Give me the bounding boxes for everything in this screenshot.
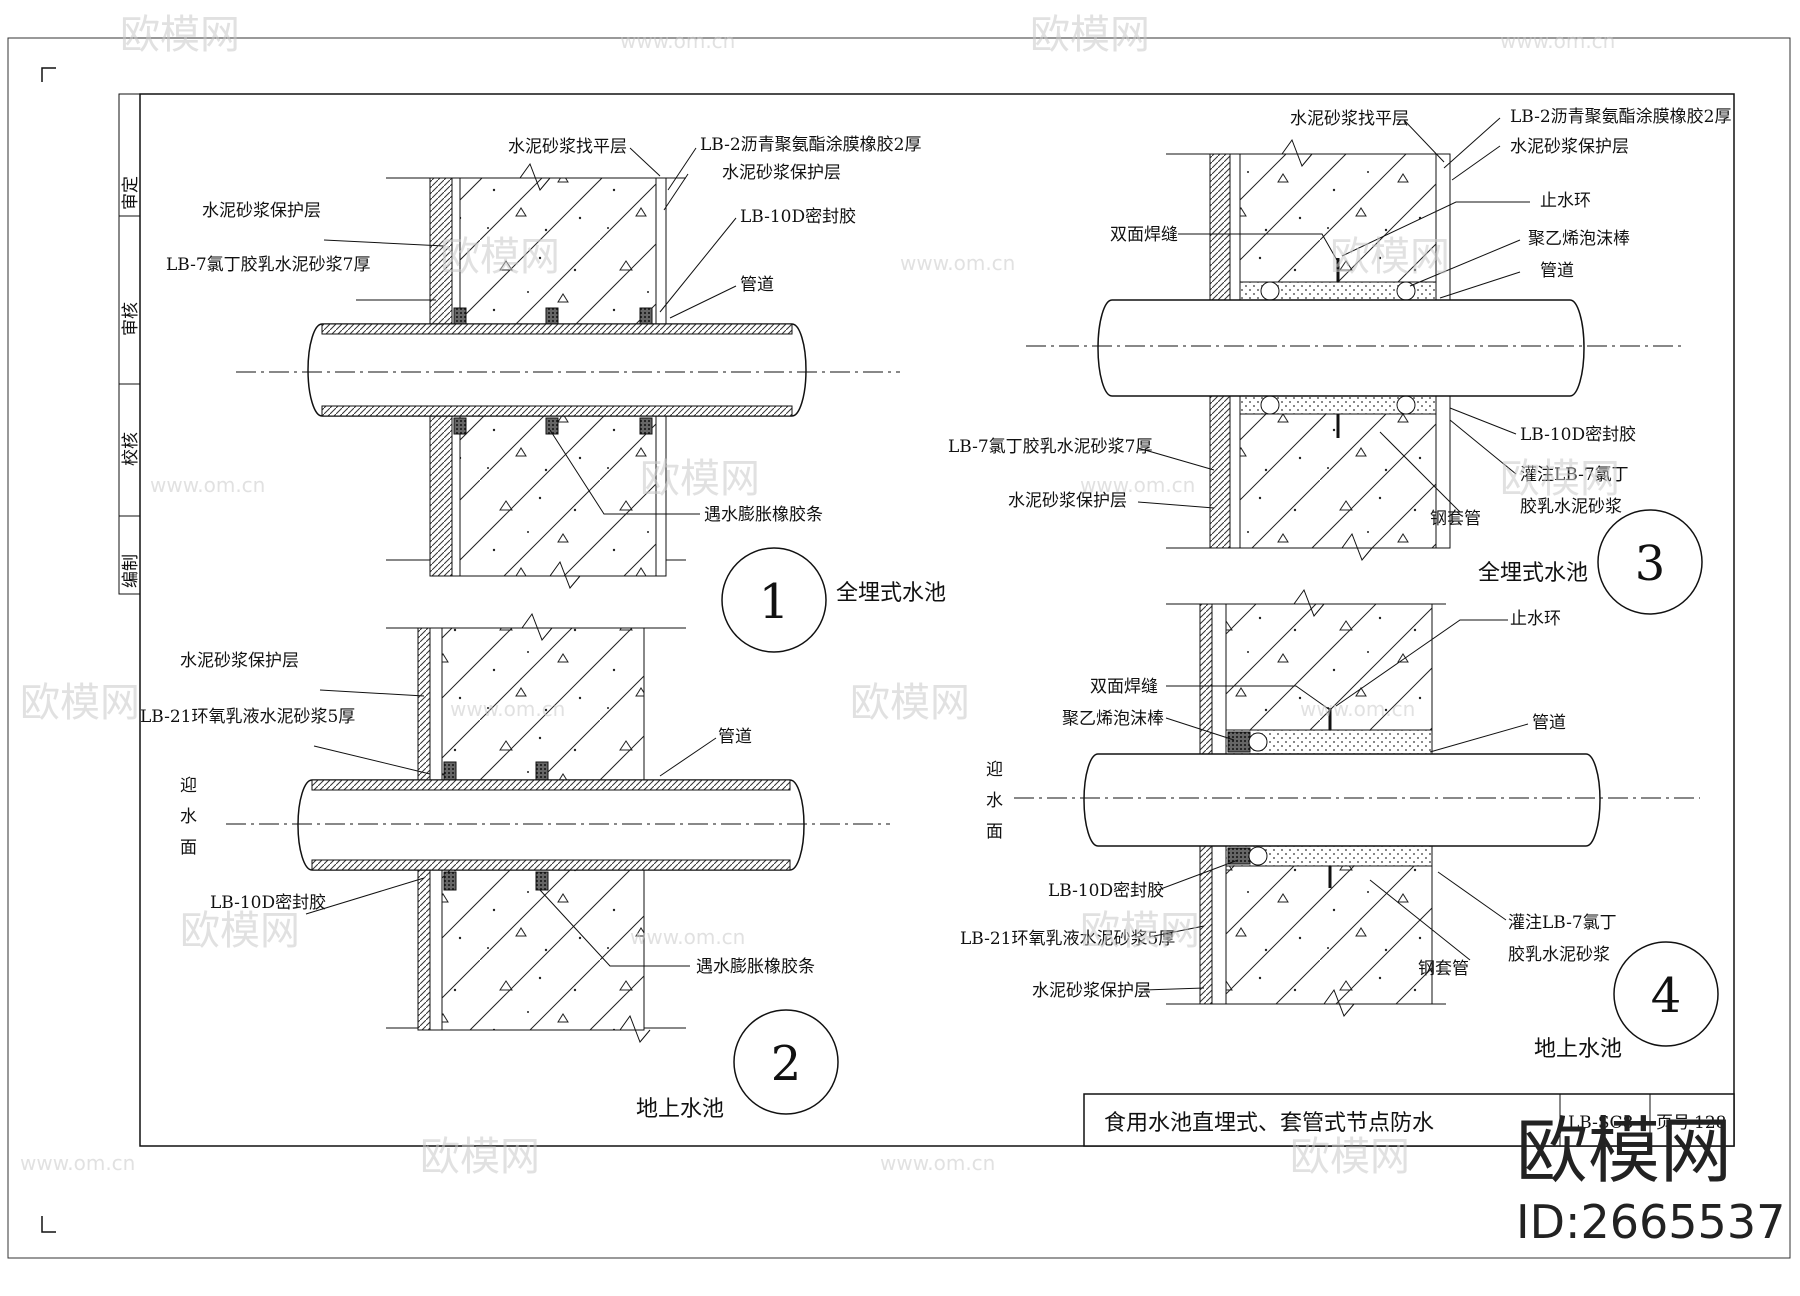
watermark-url-5: www.om.cn — [1080, 473, 1195, 497]
watermark-brand-1: 欧模网 — [120, 12, 240, 58]
d4-label-sealant: LB-10D密封胶 — [1048, 881, 1164, 901]
d4-label-pipe: 管道 — [1532, 713, 1566, 733]
d2-title: 地上水池 — [636, 1097, 724, 1122]
watermark-url-4: www.om.cn — [150, 473, 265, 497]
watermark-brand-9: 欧模网 — [180, 908, 300, 954]
sign-column: 审定 审核 校核 编制 — [118, 93, 141, 595]
d4-title: 地上水池 — [1534, 1037, 1622, 1062]
d1-label-mortar: LB-7氯丁胶乳水泥砂浆7厚 — [166, 255, 370, 275]
watermark-brand-6: 欧模网 — [1500, 456, 1620, 502]
d3-label-screed: 水泥砂浆找平层 — [1290, 109, 1409, 129]
watermark-url-3: www.om.cn — [900, 251, 1015, 275]
brand-stamp: 欧模网 ID:2665537 — [1516, 1109, 1785, 1249]
watermark-url-7: www.om.cn — [1300, 697, 1415, 721]
sign-cell-review: 审核 — [121, 302, 141, 336]
d1-label-membrane: LB-2沥青聚氨酯涂膜橡胶2厚 — [700, 135, 921, 155]
d1-label-strip: 遇水膨胀橡胶条 — [704, 505, 823, 525]
watermark-brand-3: 欧模网 — [440, 234, 560, 280]
d3-label-sealant: LB-10D密封胶 — [1520, 425, 1636, 445]
d4-number: 4 — [1651, 968, 1682, 1024]
d4-label-weld: 双面焊缝 — [1090, 677, 1158, 697]
watermark-brand-2: 欧模网 — [1030, 12, 1150, 58]
d3-label-ring: 止水环 — [1540, 191, 1591, 211]
d4-label-grout-1: 灌注LB-7氯丁 — [1508, 913, 1617, 933]
d4-label-grout-2: 胶乳水泥砂浆 — [1508, 945, 1610, 965]
page-label: 页号 — [1656, 1113, 1690, 1133]
brand-stamp-id: ID:2665537 — [1516, 1195, 1785, 1249]
d4-number-circle — [1613, 941, 1719, 1047]
d2-label-pipe: 管道 — [718, 727, 752, 747]
d3-label-protect-right: 水泥砂浆保护层 — [1510, 137, 1629, 157]
d3-label-grout-2: 胶乳水泥砂浆 — [1520, 497, 1622, 517]
d1-label-screed: 水泥砂浆找平层 — [508, 137, 627, 157]
detail-1: 水泥砂浆找平层 LB-2沥青聚氨酯涂膜橡胶2厚 水泥砂浆保护层 LB-10D密封… — [166, 135, 946, 653]
d4-label-face: 迎水面 — [982, 760, 1003, 853]
watermark-url-2: www.om.cn — [1500, 29, 1615, 53]
d2-number: 2 — [771, 1036, 802, 1092]
d2-label-sealant: LB-10D密封胶 — [210, 893, 326, 913]
detail-4: 止水环 双面焊缝 聚乙烯泡沫棒 管道 迎水面 LB-10D密封胶 LB-21环氧… — [960, 588, 1719, 1062]
watermark-url-1: www.om.cn — [620, 29, 735, 53]
watermark-brand-10: 欧模网 — [1080, 908, 1200, 954]
sign-cell-approve: 审定 — [121, 176, 141, 210]
watermark-url-10: www.om.cn — [880, 1151, 995, 1175]
corner-mark-bottom — [41, 1216, 56, 1233]
detail-2: 水泥砂浆保护层 LB-21环氧乳液水泥砂浆5厚 管道 迎水面 LB-10D密封胶… — [140, 612, 890, 1122]
d3-label-pipe: 管道 — [1540, 261, 1574, 281]
d4-label-sleeve: 钢套管 — [1418, 959, 1469, 979]
d1-number-circle — [721, 547, 827, 653]
watermark-brand-12: 欧模网 — [1290, 1134, 1410, 1180]
watermark-brand-7: 欧模网 — [20, 680, 140, 726]
brand-stamp-logo: 欧模网 — [1516, 1109, 1732, 1193]
page-number: 128 — [1694, 1113, 1726, 1133]
d3-label-foam: 聚乙烯泡沫棒 — [1528, 229, 1630, 249]
d3-label-membrane: LB-2沥青聚氨酯涂膜橡胶2厚 — [1510, 107, 1731, 127]
d2-label-face: 迎水面 — [176, 776, 197, 869]
watermark-brand-8: 欧模网 — [850, 680, 970, 726]
d2-label-protect: 水泥砂浆保护层 — [180, 651, 299, 671]
d2-label-strip: 遇水膨胀橡胶条 — [696, 957, 815, 977]
watermark-url-9: www.om.cn — [20, 1151, 135, 1175]
d2-label-mortar: LB-21环氧乳液水泥砂浆5厚 — [140, 707, 355, 727]
watermark-brand-5: 欧模网 — [640, 456, 760, 502]
watermark-url-6: www.om.cn — [450, 697, 565, 721]
d1-title: 全埋式水池 — [836, 581, 946, 606]
corner-mark-top — [41, 67, 56, 82]
d4-label-mortar: LB-21环氧乳液水泥砂浆5厚 — [960, 929, 1175, 949]
d1-label-protect-right: 水泥砂浆保护层 — [722, 163, 841, 183]
d4-label-protect: 水泥砂浆保护层 — [1032, 981, 1151, 1001]
drawing-frame — [139, 93, 1735, 1147]
detail-3: 水泥砂浆找平层 LB-2沥青聚氨酯涂膜橡胶2厚 水泥砂浆保护层 止水环 双面焊缝… — [948, 107, 1731, 615]
d3-number-circle — [1597, 509, 1703, 615]
d1-label-sealant: LB-10D密封胶 — [740, 207, 856, 227]
d4-label-ring: 止水环 — [1510, 609, 1561, 629]
d3-label-mortar: LB-7氯丁胶乳水泥砂浆7厚 — [948, 437, 1152, 457]
d3-label-weld: 双面焊缝 — [1110, 225, 1178, 245]
d1-label-protect-left: 水泥砂浆保护层 — [202, 201, 321, 221]
d3-number: 3 — [1635, 536, 1666, 592]
outer-border — [7, 37, 1791, 1259]
drawing-number: LB-SC8 — [1568, 1113, 1633, 1133]
watermark-brand-11: 欧模网 — [420, 1134, 540, 1180]
d3-title: 全埋式水池 — [1478, 561, 1588, 586]
sign-cell-draft: 编制 — [121, 554, 141, 588]
d3-label-sleeve: 钢套管 — [1430, 509, 1481, 529]
d3-label-grout-1: 灌注LB-7氯丁 — [1520, 465, 1629, 485]
watermark-layer: 欧模网 www.om.cn 欧模网 www.om.cn 欧模网 www.om.c… — [20, 12, 1620, 1180]
d4-label-foam: 聚乙烯泡沫棒 — [1062, 709, 1164, 729]
watermark-brand-4: 欧模网 — [1330, 234, 1450, 280]
d2-number-circle — [733, 1009, 839, 1115]
sign-cell-check: 校核 — [121, 432, 141, 466]
d3-label-protect-left: 水泥砂浆保护层 — [1008, 491, 1127, 511]
watermark-url-8: www.om.cn — [630, 925, 745, 949]
d1-label-pipe: 管道 — [740, 275, 774, 295]
d1-number: 1 — [759, 574, 790, 630]
title-block: 食用水池直埋式、套管式节点防水 LB-SC8 页号 128 — [1083, 1093, 1735, 1147]
sheet-title: 食用水池直埋式、套管式节点防水 — [1104, 1111, 1434, 1136]
